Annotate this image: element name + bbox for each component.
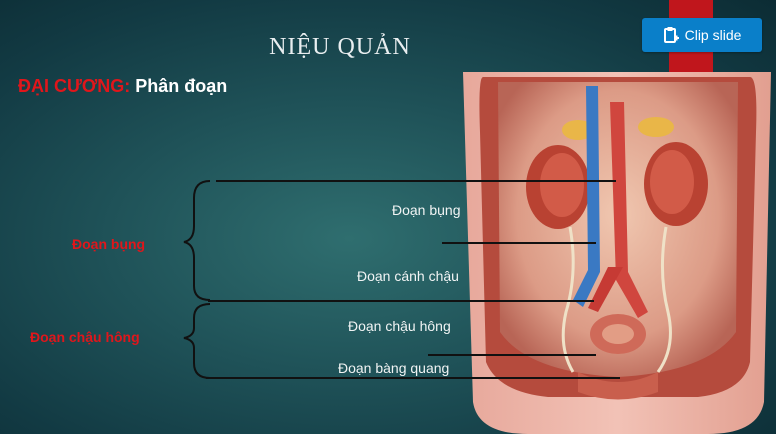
left-label-abdominal: Đoạn bụng	[72, 236, 146, 252]
clip-slide-label: Clip slide	[684, 27, 742, 43]
left-label-pelvic: Đoạn chậu hông	[30, 329, 140, 345]
clipboard-plus-icon	[663, 27, 679, 43]
clip-slide-button[interactable]: Clip slide	[642, 18, 762, 52]
leader-line-1	[216, 180, 616, 182]
heading-red: ĐẠI CƯƠNG:	[18, 76, 131, 96]
segment-label-abdominal: Đoạn bụng	[392, 202, 461, 218]
leader-line-2	[442, 242, 596, 244]
leader-line-5	[206, 377, 620, 379]
abdomen-anatomy-illustration	[463, 72, 771, 434]
segment-label-iliac: Đoạn cánh chậu	[357, 268, 459, 284]
grouping-brace	[183, 180, 211, 379]
segment-label-pelvic: Đoạn chậu hông	[348, 318, 451, 334]
slide-title: NIỆU QUẢN	[269, 34, 411, 60]
heading-white: Phân đoạn	[135, 76, 228, 96]
leader-line-4	[428, 354, 596, 356]
segment-label-bladder: Đoạn bàng quang	[338, 360, 450, 376]
slide-heading: ĐẠI CƯƠNG: Phân đoạn	[18, 76, 227, 97]
leader-line-3	[208, 300, 594, 302]
